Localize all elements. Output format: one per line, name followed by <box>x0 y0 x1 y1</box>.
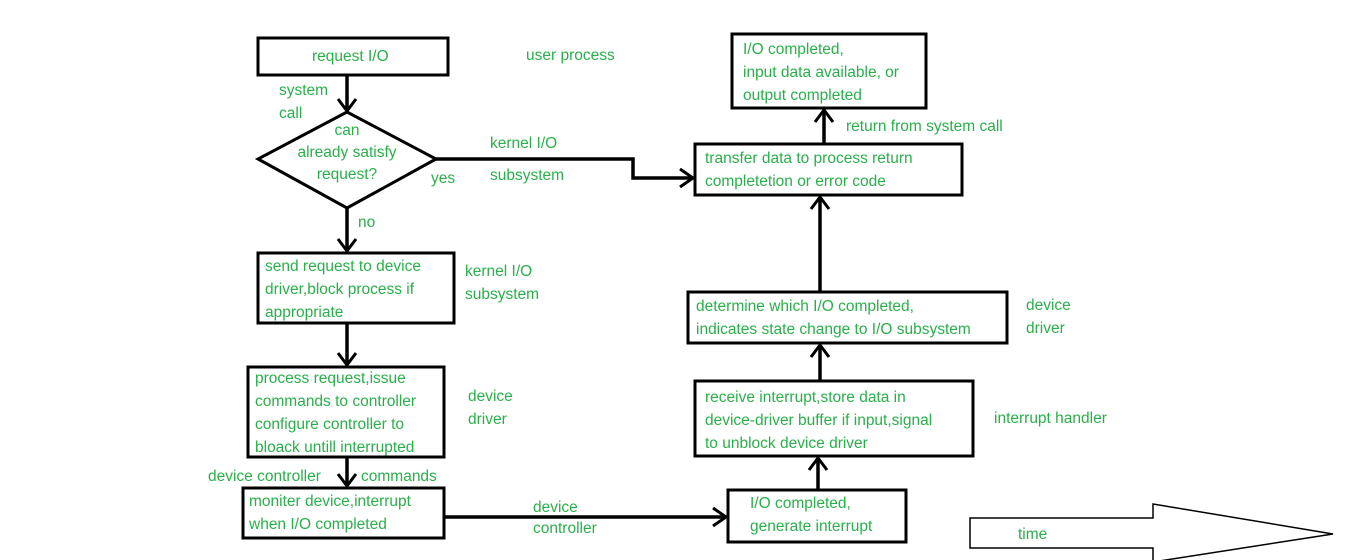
process-request-label: process request,issue commands to control… <box>255 370 416 456</box>
commands-label: commands <box>361 468 437 485</box>
text-line: device <box>1026 297 1071 314</box>
time-arrow <box>969 503 1334 560</box>
text-line: request? <box>317 166 378 183</box>
text-line: output completed <box>743 87 862 104</box>
text-line: interrupt handler <box>994 410 1107 427</box>
request-io-label: request I/O <box>312 48 389 65</box>
text-line: receive interrupt,store data in <box>705 389 906 406</box>
edge-monitor-to-generate <box>444 506 729 528</box>
text-line: return from system call <box>846 118 1003 135</box>
box-receive-interrupt <box>693 379 975 458</box>
device-controller-bottom-label: device controller <box>533 499 597 537</box>
text-line: when I/O completed <box>248 516 387 533</box>
edge-receive-to-determine <box>809 342 831 381</box>
text-line: device controller <box>208 468 321 485</box>
text-line: bloack untill interrupted <box>255 439 414 456</box>
box-determine-io <box>686 290 1009 345</box>
text-line: request I/O <box>312 48 389 65</box>
no-label: no <box>358 214 375 231</box>
interrupt-handler-label: interrupt handler <box>994 410 1107 427</box>
device-controller-left-label: device controller <box>208 468 321 485</box>
text-line: device <box>468 388 513 405</box>
text-line: subsystem <box>465 286 539 303</box>
text-line: time <box>1018 526 1047 543</box>
text-line: device-driver buffer if input,signal <box>705 412 932 429</box>
kernel-io-mid-label: kernel I/O subsystem <box>465 263 539 303</box>
text-line: completetion or error code <box>705 173 886 190</box>
text-line: generate interrupt <box>750 518 873 535</box>
text-line: driver <box>1026 320 1065 337</box>
box-transfer-data <box>693 142 964 197</box>
text-line: can <box>335 122 360 139</box>
text-line: configure controller to <box>255 416 404 433</box>
edge-decision-yes-to-transfer <box>436 157 696 189</box>
text-line: kernel I/O <box>490 135 557 152</box>
decision-label: can already satisfy request? <box>297 122 396 183</box>
text-line: controller <box>533 520 597 537</box>
text-line: call <box>279 105 302 122</box>
text-line: commands to controller <box>255 393 416 410</box>
text-line: commands <box>361 468 437 485</box>
yes-label: yes <box>431 170 455 187</box>
user-process-label: user process <box>526 47 615 64</box>
text-line: kernel I/O <box>465 263 532 280</box>
monitor-device-label: moniter device,interrupt when I/O complet… <box>248 493 412 533</box>
text-line: send request to device <box>265 258 421 275</box>
send-request-label: send request to device driver,block proce… <box>265 258 421 321</box>
box-monitor-device <box>241 486 446 540</box>
device-driver-right-label: device driver <box>1026 297 1071 337</box>
edge-send-to-process <box>336 323 358 368</box>
text-line: determine which I/O completed, <box>696 298 914 315</box>
text-line: yes <box>431 170 455 187</box>
text-line: user process <box>526 47 615 64</box>
text-line: system <box>279 82 328 99</box>
text-line: process request,issue <box>255 370 406 387</box>
box-request-io <box>256 36 450 77</box>
transfer-data-label: transfer data to process return completet… <box>705 150 913 190</box>
text-line: subsystem <box>490 167 564 184</box>
edge-determine-to-transfer <box>809 194 831 292</box>
io-completed-label: I/O completed, input data available, or ou… <box>743 41 899 104</box>
box-send-request <box>256 251 456 325</box>
receive-interrupt-label: receive interrupt,store data in device-dr… <box>705 389 932 452</box>
text-line: moniter device,interrupt <box>249 493 412 510</box>
return-from-system-call-label: return from system call <box>846 118 1003 135</box>
determine-io-label: determine which I/O completed, indicates … <box>696 298 971 338</box>
kernel-io-top-label: kernel I/O subsystem <box>490 135 564 184</box>
io-generate-label: I/O completed, generate interrupt <box>750 495 873 535</box>
edge-generate-to-receive <box>807 455 829 490</box>
box-process-request <box>246 365 446 459</box>
text-line: I/O completed, <box>743 41 844 58</box>
system-call-label: system call <box>279 82 328 122</box>
text-line: I/O completed, <box>750 495 851 512</box>
box-io-completed <box>730 32 928 110</box>
text-line: appropriate <box>265 304 343 321</box>
device-driver-left-label: device driver <box>468 388 513 428</box>
text-line: to unblock device driver <box>705 435 868 452</box>
edge-request-to-decision <box>336 75 358 114</box>
edge-transfer-to-completed <box>813 107 835 144</box>
text-line: driver <box>468 411 507 428</box>
text-line: indicates state change to I/O subsystem <box>696 321 971 338</box>
text-line: no <box>358 214 375 231</box>
time-label: time <box>1018 526 1047 543</box>
edge-decision-no-to-send <box>336 208 358 254</box>
text-line: input data available, or <box>743 64 899 81</box>
text-line: transfer data to process return <box>705 150 913 167</box>
text-line: device <box>533 499 578 516</box>
edge-process-to-monitor <box>336 457 358 489</box>
text-line: already satisfy <box>297 144 396 161</box>
text-line: driver,block process if <box>265 281 415 298</box>
